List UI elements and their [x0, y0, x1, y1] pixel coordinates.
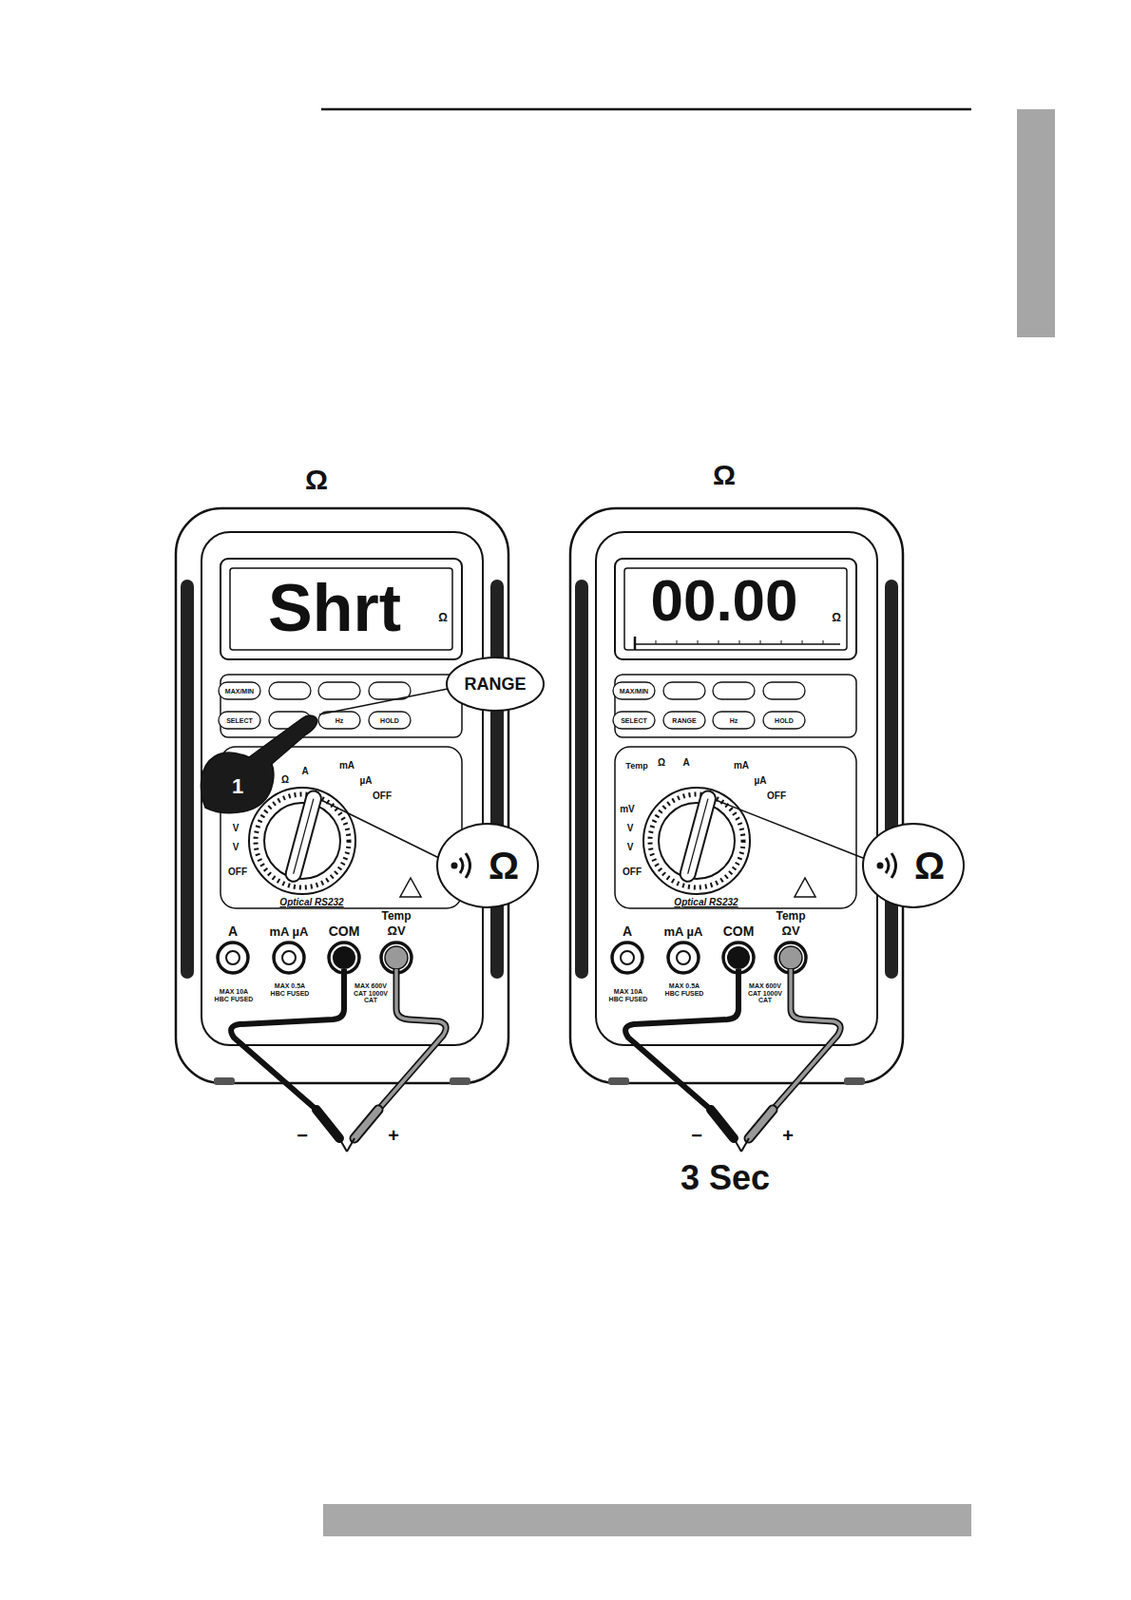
jack-rating: MAX 600V CAT 1000V CAT [351, 982, 390, 1005]
button-label: SELECT [620, 717, 648, 725]
polarity-sign: − [296, 1126, 308, 1146]
sound-wave [891, 853, 897, 879]
dial-label: OFF [622, 867, 642, 878]
jack-rating: MAX 600V CAT 1000V CAT [746, 982, 785, 1005]
footer-bar [323, 1504, 972, 1537]
callout-circle: Ω [436, 823, 539, 909]
button-label: Hz [729, 717, 739, 725]
jack-rating: MAX 10A HBC FUSED [607, 988, 650, 1003]
section-symbol: Ω [712, 460, 736, 490]
jack-label: ΩV [781, 924, 800, 938]
callout-text: Ω [914, 846, 945, 885]
jack-label: A [228, 924, 238, 939]
dial-label: A [682, 758, 690, 768]
bargraph [634, 636, 841, 651]
time-note: 3 Sec [680, 1161, 770, 1196]
callout-text: RANGE [463, 675, 526, 693]
polarity-sign: − [690, 1126, 703, 1146]
jack-label: COM [328, 924, 361, 939]
dial-label: mA [339, 761, 355, 771]
dial-label: mV [619, 805, 635, 815]
side-tab [1016, 109, 1055, 338]
jack-rating: MAX 0.5A HBC FUSED [662, 982, 707, 997]
brand-label: Optical RS232 [279, 898, 344, 908]
polarity-sign: + [782, 1126, 794, 1146]
leader-line [715, 800, 868, 861]
sound-wave [460, 858, 463, 874]
dial-label: A [301, 766, 308, 777]
callout-number: 1 [231, 776, 244, 798]
dial-label: V [232, 824, 240, 834]
jack-label: A [622, 924, 633, 939]
brand-label: Optical RS232 [673, 898, 738, 908]
dial-label: V [627, 843, 634, 853]
dial-label: Ω [281, 775, 289, 786]
dial-label: V [232, 843, 240, 853]
button-label: Hz [335, 717, 345, 725]
lcd-readout: Shrt [268, 575, 402, 642]
dial-label: mA [733, 761, 749, 771]
bargraph-ticks [655, 640, 824, 645]
dial-label: OFF [372, 791, 392, 802]
jack-label: ΩV [386, 924, 405, 938]
polarity-sign: + [387, 1126, 400, 1146]
sound-dot [450, 862, 458, 870]
sound-symbol [449, 849, 475, 882]
button-label: HOLD [380, 717, 400, 725]
jack-rating: MAX 0.5A HBC FUSED [268, 982, 312, 997]
section-symbol: Ω [305, 465, 328, 495]
bargraph-bar [633, 636, 637, 651]
sound-wave [465, 853, 471, 879]
leader-line [321, 800, 443, 861]
jack-label: COM [723, 924, 755, 939]
sound-wave [885, 858, 889, 874]
leader-line [319, 688, 453, 715]
callout-circle: RANGE [445, 656, 545, 712]
header-rule [321, 108, 972, 112]
jack-label: mA µA [269, 925, 309, 939]
sound-dot [876, 862, 883, 870]
bargraph-axis [634, 643, 841, 646]
dial-label: V [627, 824, 634, 834]
dial-label: µA [754, 776, 767, 786]
callout-text: Ω [488, 846, 519, 885]
unit-symbol: Ω [831, 612, 842, 624]
unit-symbol: Ω [438, 612, 448, 624]
jack-label: Temp [381, 910, 411, 922]
button-label: HOLD [774, 717, 794, 725]
button-label: MAX/MIN [225, 688, 254, 695]
dial-label: Temp [625, 762, 648, 771]
dial-label: µA [360, 776, 373, 786]
jack-label: Temp [775, 910, 806, 922]
button-label: RANGE [671, 717, 696, 725]
right-meter [570, 508, 903, 1152]
lcd-readout: 00.00 [650, 571, 798, 631]
jack-rating: MAX 10A HBC FUSED [212, 988, 255, 1003]
dial-label: OFF [228, 867, 248, 878]
callout-circle: Ω [862, 823, 965, 909]
pointing-hand [200, 715, 317, 814]
dial-label: Ω [657, 758, 666, 768]
button-label: MAX/MIN [619, 688, 649, 695]
dial-label: OFF [766, 791, 786, 802]
button-label: SELECT [226, 717, 253, 725]
sound-symbol [875, 849, 901, 882]
jack-label: mA µA [664, 925, 704, 939]
